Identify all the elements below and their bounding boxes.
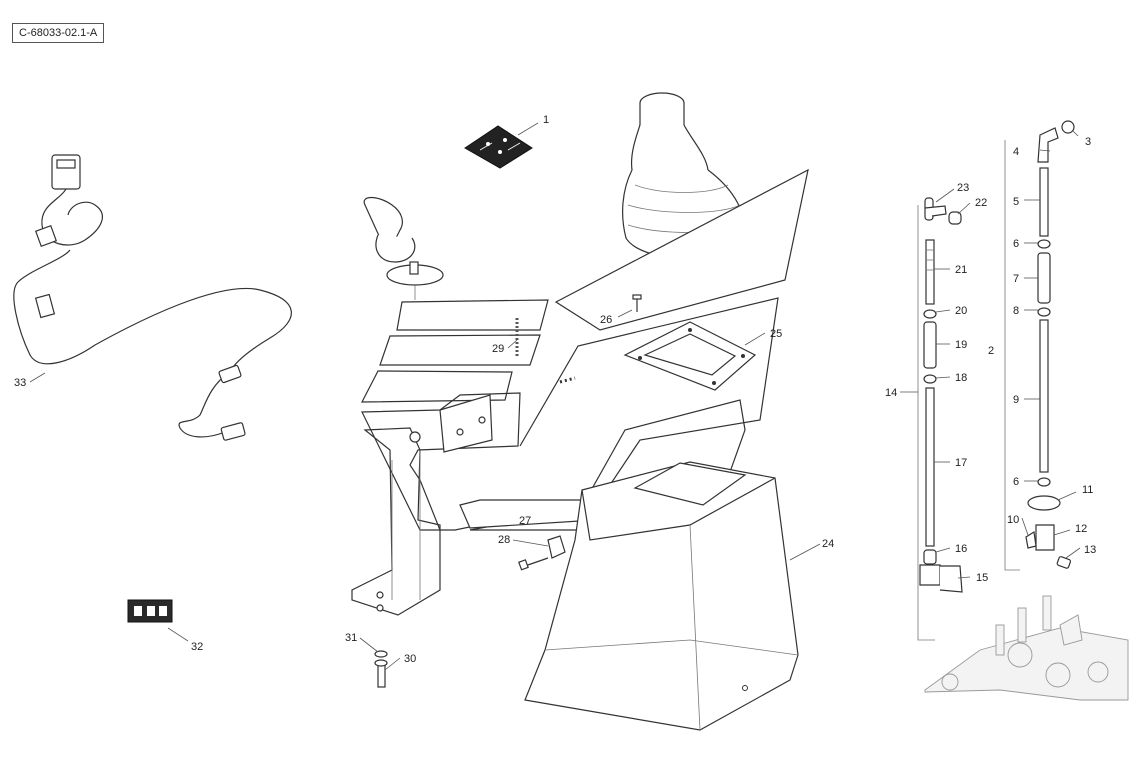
part-number-labels: 1 2 3 4 5 6 6 7 8 9 10 11 12 13 14 15 16… <box>14 114 1096 665</box>
label-25: 25 <box>770 328 782 340</box>
label-5: 5 <box>1013 196 1019 208</box>
label-11: 11 <box>1082 484 1093 496</box>
drawing-reference-code: C-68033-02.1-A <box>12 23 105 43</box>
part-29-fastener-strip <box>515 318 576 384</box>
label-24: 24 <box>822 538 834 550</box>
label-32: 32 <box>191 641 203 653</box>
label-26: 26 <box>600 314 612 326</box>
part-25-gasket <box>623 321 757 391</box>
label-20: 20 <box>955 305 967 317</box>
label-2: 2 <box>988 345 994 357</box>
label-4: 4 <box>1013 146 1019 158</box>
label-10: 10 <box>1007 514 1019 526</box>
part-24-cover-housing <box>524 461 799 731</box>
label-33: 33 <box>14 377 26 389</box>
label-29: 29 <box>492 343 504 355</box>
part-26-screw <box>632 294 642 312</box>
part-30-31-bolt-washer <box>374 650 388 688</box>
label-14: 14 <box>885 387 897 399</box>
label-27: 27 <box>519 515 531 527</box>
label-16: 16 <box>955 543 967 555</box>
joystick-handle-left <box>363 196 444 300</box>
part-32-decal <box>127 599 173 623</box>
label-8: 8 <box>1013 305 1019 317</box>
leader-lines <box>29 122 1081 671</box>
label-13: 13 <box>1084 544 1096 556</box>
panel-plates <box>361 168 809 531</box>
hydraulic-valve <box>924 595 1129 701</box>
label-9: 9 <box>1013 394 1019 406</box>
label-7: 7 <box>1013 273 1019 285</box>
label-31: 31 <box>345 632 357 644</box>
label-12: 12 <box>1075 523 1087 535</box>
label-21: 21 <box>955 264 967 276</box>
part-33-wiring-harness <box>13 154 292 441</box>
label-6-upper: 6 <box>1013 238 1019 250</box>
control-stand <box>351 394 493 616</box>
label-19: 19 <box>955 339 967 351</box>
part-28-bracket-bolt <box>518 535 566 571</box>
label-28: 28 <box>498 534 510 546</box>
linkage-assembly-2 <box>1004 120 1075 571</box>
label-15: 15 <box>976 572 988 584</box>
label-30: 30 <box>404 653 416 665</box>
label-22: 22 <box>975 197 987 209</box>
label-17: 17 <box>955 457 967 469</box>
label-6-lower: 6 <box>1013 476 1019 488</box>
label-23: 23 <box>957 182 969 194</box>
part-1-decal <box>464 125 533 169</box>
label-18: 18 <box>955 372 967 384</box>
label-1: 1 <box>543 114 549 126</box>
linkage-assembly-14 <box>917 197 963 641</box>
label-3: 3 <box>1085 136 1091 148</box>
